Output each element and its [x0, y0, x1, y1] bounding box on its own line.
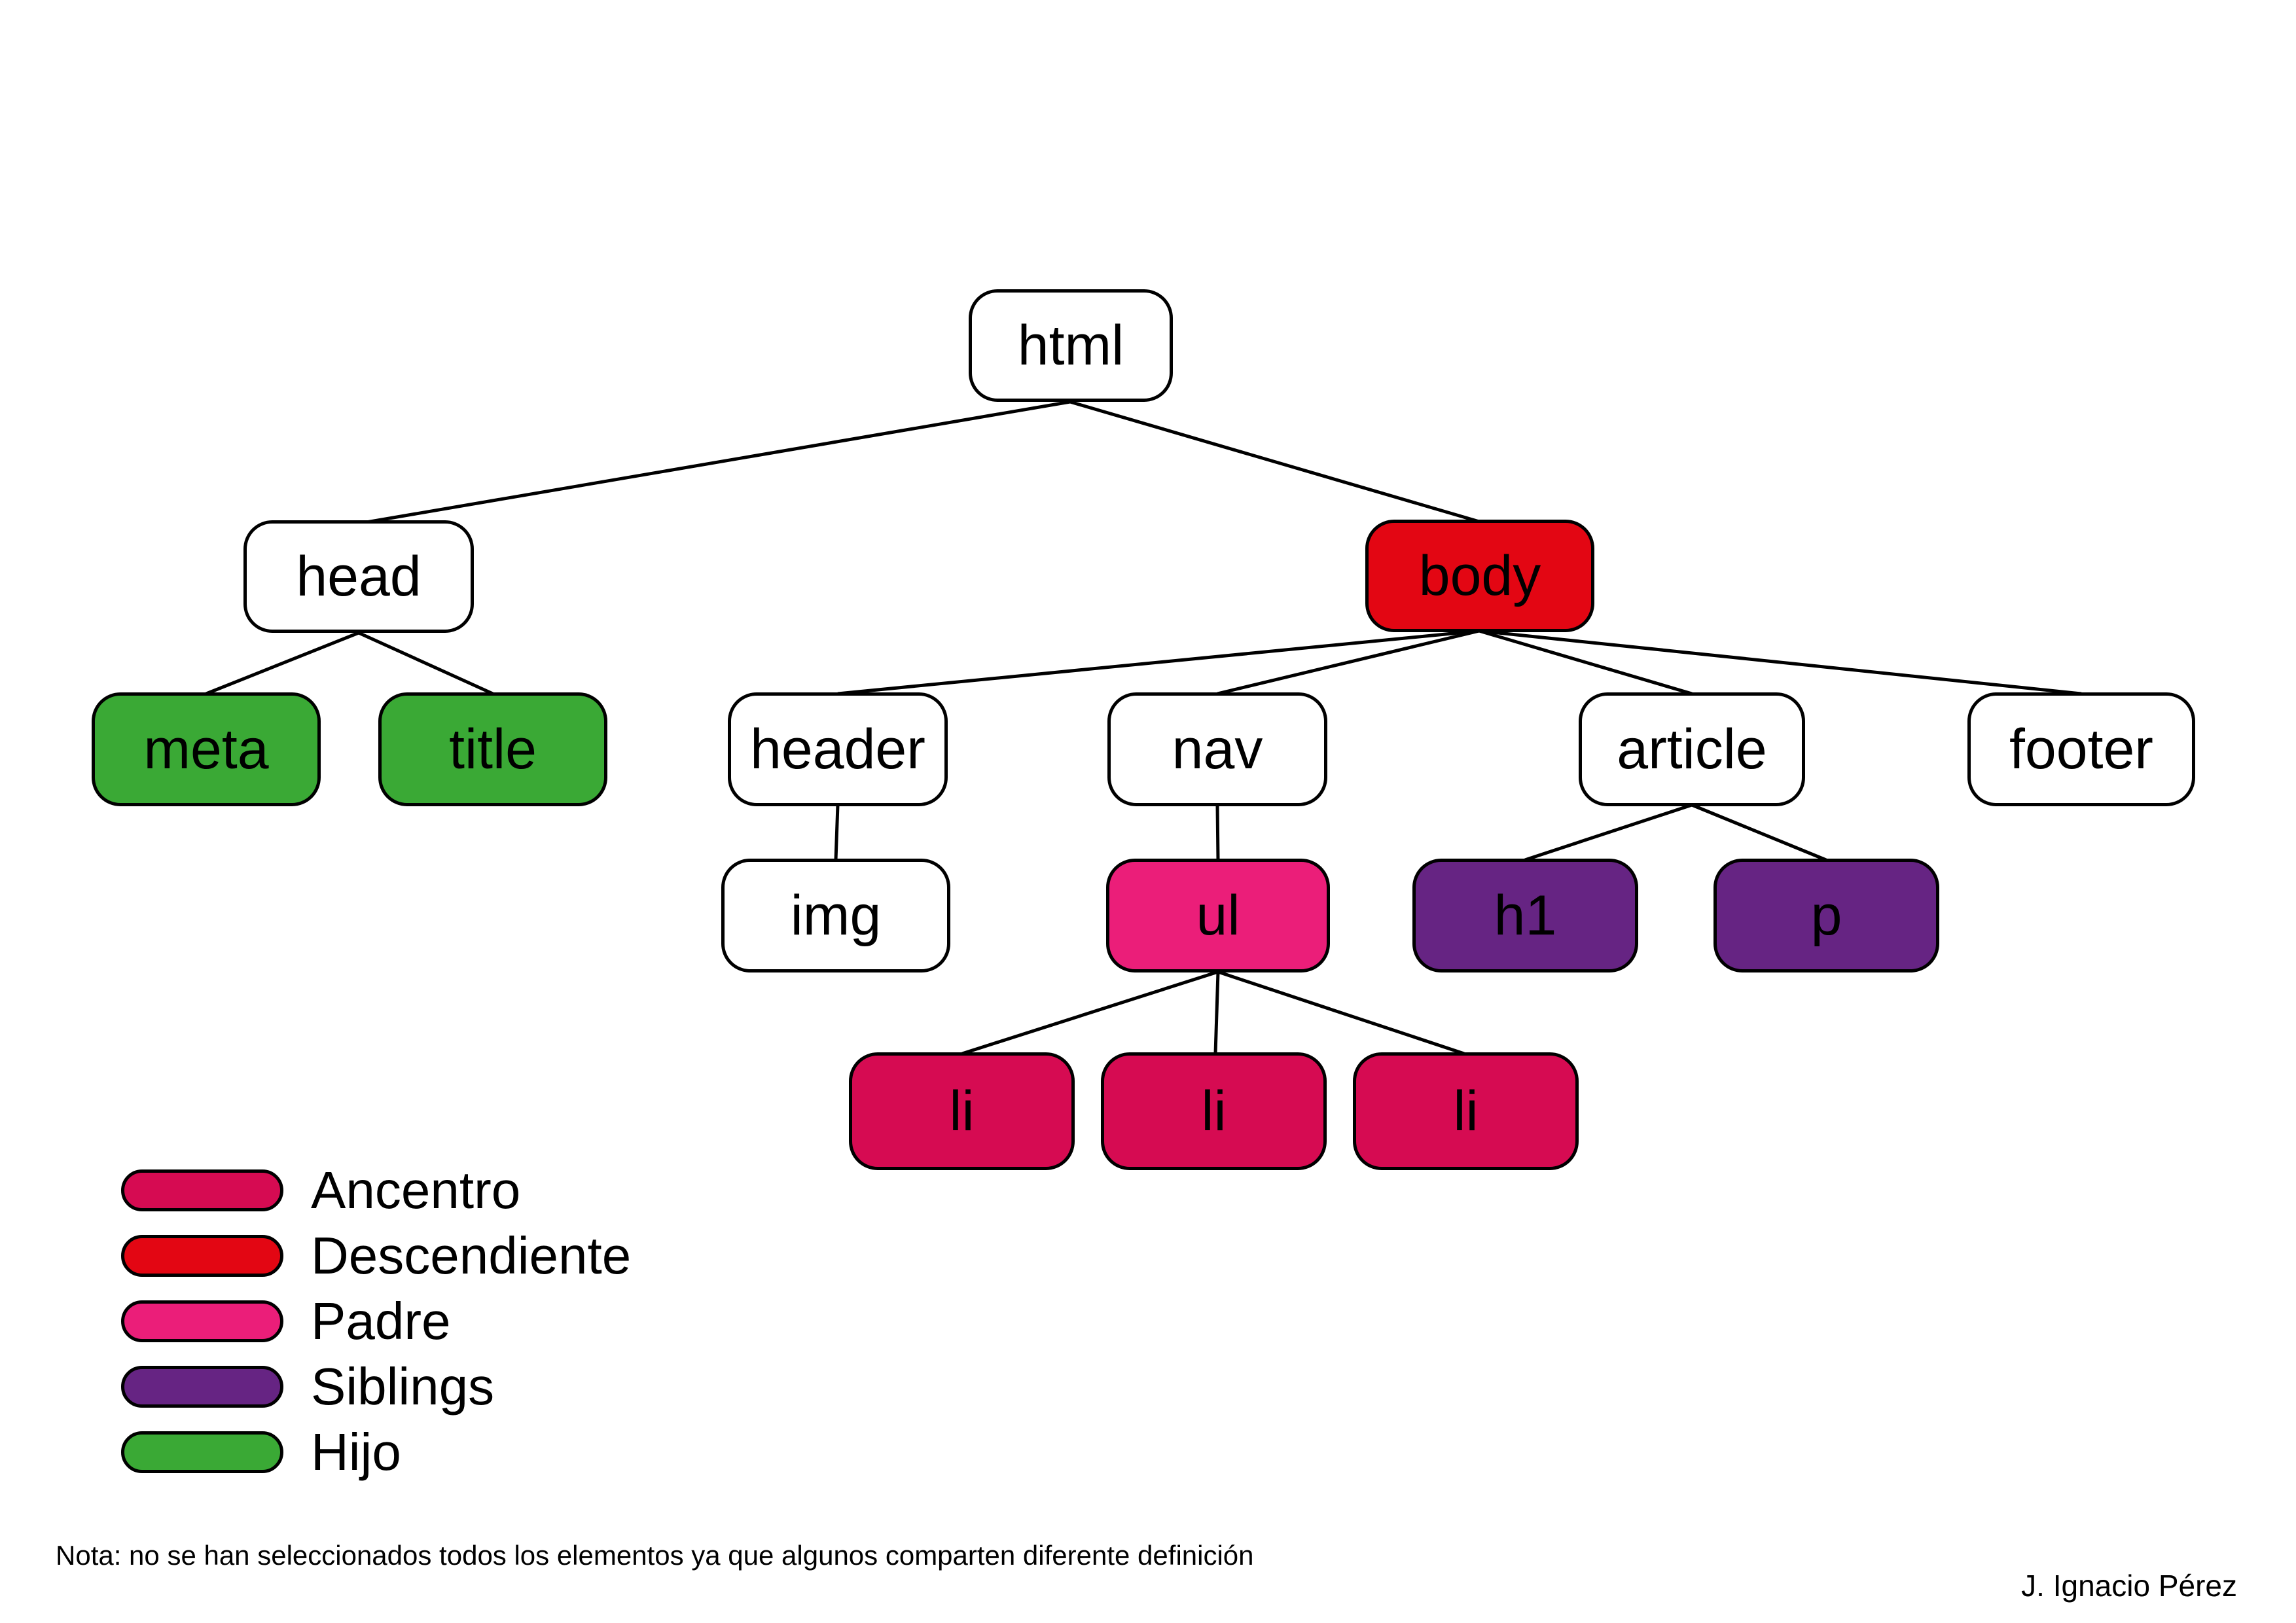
- legend-swatch-parent: [121, 1300, 283, 1342]
- node-meta: meta: [92, 692, 321, 806]
- legend-label-child: Hijo: [311, 1423, 401, 1481]
- legend-item-siblings: Siblings: [121, 1361, 494, 1413]
- edge-ul-li3: [1217, 970, 1465, 1056]
- node-head: head: [243, 520, 474, 633]
- footnote: Nota: no se han seleccionados todos los …: [56, 1540, 1254, 1571]
- edge-article-h1: [1524, 803, 1693, 862]
- node-li-1: li: [849, 1052, 1075, 1170]
- legend-label-ancestor: Ancentro: [311, 1161, 521, 1219]
- node-body: body: [1365, 520, 1594, 632]
- node-img: img: [721, 859, 950, 972]
- edge-body-footer: [1479, 629, 2082, 696]
- legend-label-descendant: Descendiente: [311, 1226, 632, 1285]
- edge-ul-li2: [1213, 971, 1220, 1054]
- node-li-2: li: [1101, 1052, 1327, 1170]
- edge-article-p: [1691, 803, 1827, 862]
- legend-swatch-siblings: [121, 1366, 283, 1408]
- node-ul: ul: [1106, 859, 1330, 972]
- author-credit: J. Ignacio Pérez: [2021, 1569, 2237, 1603]
- legend-swatch-ancestor: [121, 1169, 283, 1211]
- node-h1: h1: [1412, 859, 1638, 972]
- node-title: title: [378, 692, 607, 806]
- legend-item-parent: Padre: [121, 1295, 450, 1347]
- legend-swatch-child: [121, 1431, 283, 1473]
- legend-swatch-descendant: [121, 1235, 283, 1277]
- node-nav: nav: [1107, 692, 1327, 806]
- legend-item-descendant: Descendiente: [121, 1230, 631, 1282]
- edge-nav-ul: [1215, 804, 1220, 861]
- legend-label-siblings: Siblings: [311, 1357, 495, 1416]
- edge-head-title: [357, 631, 494, 696]
- legend-item-child: Hijo: [121, 1426, 401, 1478]
- node-p: p: [1713, 859, 1939, 972]
- legend-label-parent: Padre: [311, 1292, 451, 1350]
- edge-html-head: [358, 400, 1071, 526]
- edge-head-meta: [206, 631, 359, 696]
- edge-ul-li1: [961, 970, 1219, 1056]
- legend-item-ancestor: Ancentro: [121, 1164, 520, 1217]
- node-article: article: [1579, 692, 1805, 806]
- edge-body-nav: [1217, 629, 1480, 696]
- edge-html-body: [1069, 400, 1480, 524]
- edge-header-img: [834, 804, 840, 861]
- edge-body-article: [1479, 629, 1693, 696]
- node-html: html: [969, 289, 1173, 402]
- node-li-3: li: [1353, 1052, 1579, 1170]
- edge-body-header: [837, 629, 1480, 696]
- node-footer: footer: [1967, 692, 2195, 806]
- node-header: header: [728, 692, 948, 806]
